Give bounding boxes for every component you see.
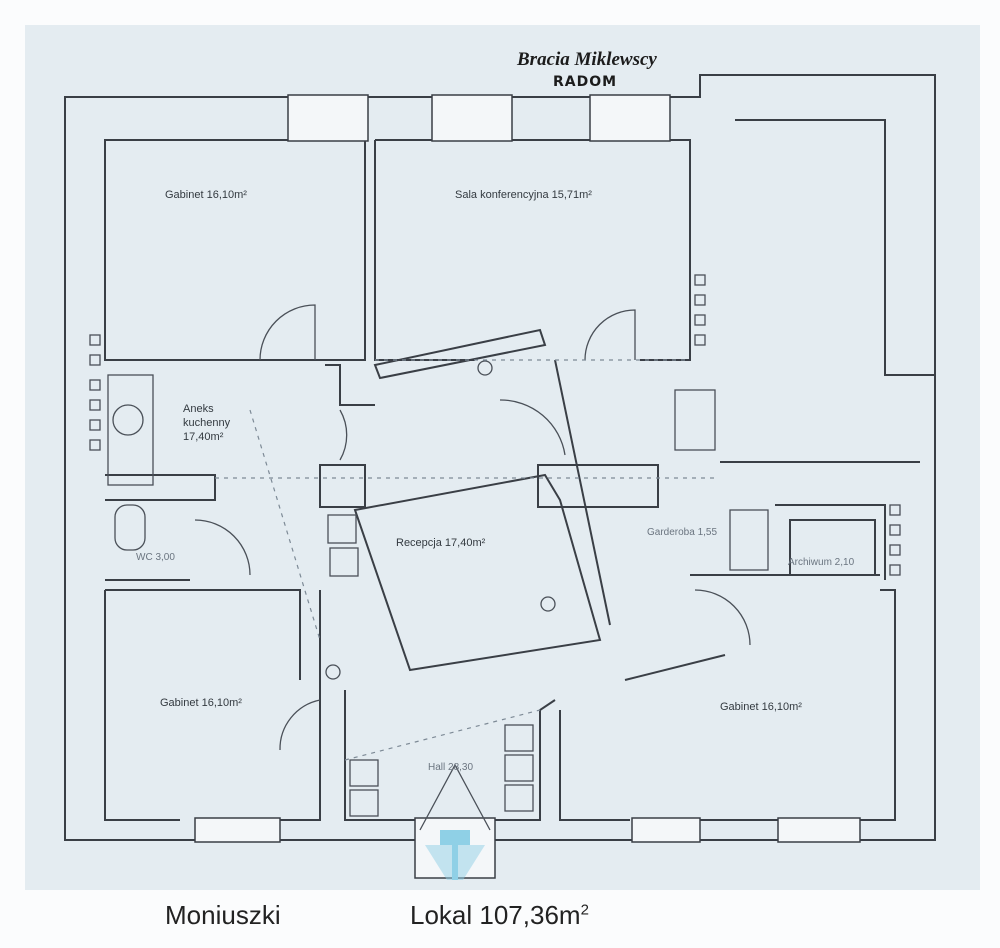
- lokal-area-sup: 2: [580, 901, 589, 919]
- room-label-archiwum: Archiwum 2,10: [788, 557, 855, 568]
- walls: [64, 74, 936, 841]
- room-label-hall: Hall 28,30: [428, 762, 473, 773]
- radiators: [89, 274, 901, 576]
- doors: [194, 304, 751, 831]
- room-label-aneks-1: Aneks: [183, 403, 214, 415]
- room-label-sala: Sala konferencyjna 15,71m²: [455, 189, 592, 201]
- lokal-area-text: Lokal 107,36m: [410, 900, 581, 930]
- room-label-aneks-2: kuchenny: [183, 417, 231, 429]
- room-label-gabinet-bottom-right: Gabinet 16,10m²: [720, 701, 802, 713]
- windows: [194, 94, 861, 879]
- room-label-recepcja: Recepcja 17,40m²: [396, 537, 486, 549]
- brand-city: RADOM: [553, 74, 617, 90]
- room-label-wc: WC 3,00: [136, 552, 175, 563]
- room-label-aneks-3: 17,40m²: [183, 431, 224, 443]
- entrance-arrow-shadow: [425, 845, 485, 880]
- dashed-lines: [215, 359, 715, 761]
- room-label-gabinet-top-left: Gabinet 16,10m²: [165, 189, 247, 201]
- brand-name: Bracia Miklewscy: [516, 49, 657, 70]
- plan-background: [25, 25, 980, 890]
- lokal-area: Lokal 107,36m2: [410, 900, 589, 931]
- room-label-gabinet-bottom-left: Gabinet 16,10m²: [160, 697, 242, 709]
- room-label-garderoba: Garderoba 1,55: [647, 527, 717, 538]
- furniture: [107, 374, 769, 817]
- street-name: Moniuszki: [165, 900, 281, 930]
